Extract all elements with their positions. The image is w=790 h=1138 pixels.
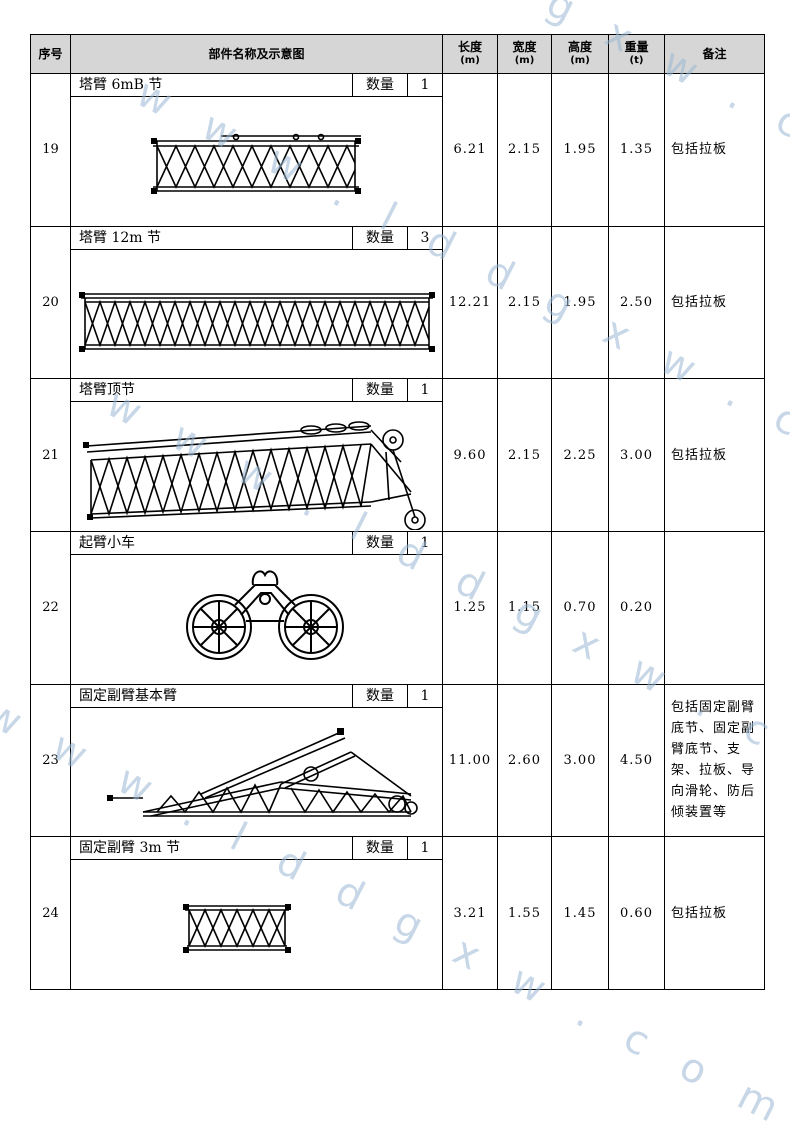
truss-12m-illustration xyxy=(79,291,435,352)
remark-value: 包括固定副臂底节、固定副臂底节、支架、拉板、导向滑轮、防后倾装置等 xyxy=(664,683,765,838)
boom-section-12m-drawing xyxy=(71,250,442,378)
length-value: 6.21 xyxy=(442,73,498,227)
weight-value: 0.60 xyxy=(608,836,665,990)
part-name: 固定副臂 3m 节 xyxy=(71,837,353,860)
part-cell: 固定副臂 3m 节 数量 1 xyxy=(70,836,443,990)
length-value: 3.21 xyxy=(442,836,498,990)
qty-label: 数量 xyxy=(353,684,408,707)
jib-base-illustration xyxy=(107,727,418,817)
width-value: 2.15 xyxy=(497,225,552,380)
part-cell: 固定副臂基本臂 数量 1 xyxy=(70,683,443,838)
part-cell: 塔臂 6mB 节 数量 1 xyxy=(70,73,443,227)
fixed-jib-base-drawing xyxy=(71,708,442,836)
weight-value: 4.50 xyxy=(608,683,665,838)
remark-value: 包括拉板 xyxy=(664,836,765,990)
trolley-illustration xyxy=(186,570,344,660)
weight-value: 2.50 xyxy=(608,225,665,380)
width-value: 2.15 xyxy=(497,378,552,532)
header-height-unit: (m) xyxy=(570,55,590,66)
row-number: 22 xyxy=(30,530,71,685)
row-number: 19 xyxy=(30,73,71,227)
fixed-jib-3m-drawing xyxy=(71,860,442,988)
length-value: 9.60 xyxy=(442,378,498,532)
component-spec-table: 序号 部件名称及示意图 长度(m) 宽度(m) 高度(m) 重量(t) 备注 1… xyxy=(30,34,765,990)
qty-label: 数量 xyxy=(353,837,408,860)
height-value: 1.95 xyxy=(551,225,609,380)
row-number: 24 xyxy=(30,836,71,990)
truss-6m-illustration xyxy=(151,133,361,194)
row-number: 21 xyxy=(30,378,71,532)
weight-value: 1.35 xyxy=(608,73,665,227)
boom-top-section-drawing xyxy=(71,402,442,531)
header-height: 高度(m) xyxy=(551,34,609,74)
jib-3m-illustration xyxy=(183,904,291,954)
length-value: 1.25 xyxy=(442,530,498,685)
qty-value: 1 xyxy=(420,687,430,704)
qty-value: 1 xyxy=(420,840,430,857)
remark-value xyxy=(664,530,765,685)
header-width: 宽度(m) xyxy=(497,34,552,74)
height-value: 3.00 xyxy=(551,683,609,838)
table-row: 23 固定副臂基本臂 数量 1 xyxy=(30,683,765,838)
header-weight-unit: (t) xyxy=(629,55,644,66)
width-value: 1.55 xyxy=(497,836,552,990)
weight-value: 0.20 xyxy=(608,530,665,685)
table-row: 19 塔臂 6mB 节 数量 1 xyxy=(30,73,765,227)
header-seq: 序号 xyxy=(30,34,71,74)
table-header-row: 序号 部件名称及示意图 长度(m) 宽度(m) 高度(m) 重量(t) 备注 xyxy=(30,34,765,74)
boom-section-6m-drawing xyxy=(71,97,442,225)
part-name: 塔臂顶节 xyxy=(71,379,353,402)
qty-value: 1 xyxy=(420,534,430,551)
part-name: 塔臂 12m 节 xyxy=(71,226,353,249)
part-cell: 塔臂 12m 节 数量 3 xyxy=(70,225,443,380)
remark-value: 包括拉板 xyxy=(664,73,765,227)
table-row: 22 起臂小车 数量 1 xyxy=(30,530,765,685)
part-name: 固定副臂基本臂 xyxy=(71,684,353,707)
qty-value: 1 xyxy=(420,77,430,93)
height-value: 1.95 xyxy=(551,73,609,227)
part-cell: 起臂小车 数量 1 xyxy=(70,530,443,685)
part-name: 起臂小车 xyxy=(71,531,353,554)
header-part: 部件名称及示意图 xyxy=(70,34,443,74)
luffing-trolley-drawing xyxy=(71,555,442,683)
height-value: 1.45 xyxy=(551,836,609,990)
weight-value: 3.00 xyxy=(608,378,665,532)
row-number: 23 xyxy=(30,683,71,838)
table-row: 24 固定副臂 3m 节 数量 1 xyxy=(30,836,765,990)
header-remark: 备注 xyxy=(664,34,765,74)
qty-label: 数量 xyxy=(353,379,408,402)
width-value: 2.15 xyxy=(497,73,552,227)
length-value: 11.00 xyxy=(442,683,498,838)
header-width-unit: (m) xyxy=(514,55,535,66)
truss-top-illustration xyxy=(83,421,426,531)
length-value: 12.21 xyxy=(442,225,498,380)
remark-value: 包括拉板 xyxy=(664,225,765,380)
qty-label: 数量 xyxy=(353,226,408,249)
header-length-unit: (m) xyxy=(460,55,480,66)
width-value: 1.15 xyxy=(497,530,552,685)
remark-value: 包括拉板 xyxy=(664,378,765,532)
qty-value: 1 xyxy=(420,382,430,399)
height-value: 0.70 xyxy=(551,530,609,685)
part-name: 塔臂 6mB 节 xyxy=(71,74,353,96)
table-row: 20 塔臂 12m 节 数量 3 xyxy=(30,225,765,380)
qty-value: 3 xyxy=(420,229,430,246)
row-number: 20 xyxy=(30,225,71,380)
height-value: 2.25 xyxy=(551,378,609,532)
qty-label: 数量 xyxy=(353,74,408,96)
width-value: 2.60 xyxy=(497,683,552,838)
table-row: 21 塔臂顶节 数量 1 xyxy=(30,378,765,532)
qty-label: 数量 xyxy=(353,531,408,554)
header-weight: 重量(t) xyxy=(608,34,665,74)
part-cell: 塔臂顶节 数量 1 xyxy=(70,378,443,532)
header-length: 长度(m) xyxy=(442,34,498,74)
